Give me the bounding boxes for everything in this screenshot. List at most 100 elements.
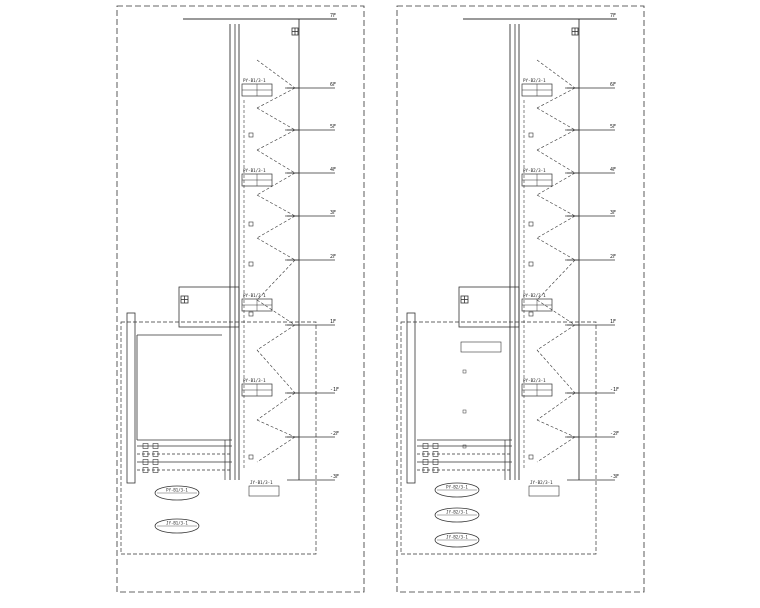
- floor-label: -2F: [610, 431, 619, 437]
- stair-zigzag: [536, 349, 576, 394]
- stair-zigzag: [536, 194, 576, 217]
- pump-symbol: [432, 459, 439, 465]
- equipment-box: [248, 485, 280, 497]
- floor-label: -1F: [610, 387, 619, 393]
- valve-marker: [528, 261, 534, 267]
- equipment-tag: JY-B1/3-1: [250, 480, 273, 485]
- stair-zigzag: [536, 59, 576, 89]
- floor-label: 2F: [610, 254, 616, 260]
- equipment-box: [528, 485, 560, 497]
- pump-symbol: [152, 443, 159, 449]
- floor-label: 3F: [610, 210, 616, 216]
- valve-marker: [462, 409, 467, 414]
- stair-zigzag: [256, 349, 296, 394]
- pump-symbol: [152, 467, 159, 473]
- valve-marker: [462, 369, 467, 374]
- stair-zigzag: [256, 194, 296, 217]
- pump-symbol: [152, 459, 159, 465]
- stair-zigzag: [256, 419, 296, 438]
- pump-symbol: [422, 459, 429, 465]
- mechanical-room: [178, 286, 240, 328]
- equipment-tag: PY-B1/3-1: [243, 78, 266, 83]
- stair-zigzag: [256, 149, 296, 174]
- stair-zigzag: [256, 436, 296, 463]
- floor-label: 5F: [610, 124, 616, 130]
- pump-symbol: [152, 451, 159, 457]
- pump-symbol: [142, 467, 149, 473]
- equipment-tag: PY-B1/3-1: [243, 293, 266, 298]
- stair-zigzag: [256, 237, 296, 261]
- pump-symbol: [142, 443, 149, 449]
- stair-zigzag: [536, 215, 576, 239]
- valve-marker: [248, 132, 254, 138]
- stair-zigzag: [536, 436, 576, 463]
- stair-zigzag: [256, 392, 296, 421]
- pump-symbol: [422, 451, 429, 457]
- pump-symbol: [432, 467, 439, 473]
- floor-label: 4F: [330, 167, 336, 173]
- pump-symbol: [142, 451, 149, 457]
- floor-label: 1F: [610, 319, 616, 325]
- valve-marker: [248, 311, 254, 317]
- mechanical-room: [458, 286, 520, 328]
- floor-label: 2F: [330, 254, 336, 260]
- stair-zigzag: [536, 237, 576, 261]
- stair-zigzag: [256, 87, 296, 109]
- stair-zigzag: [536, 107, 576, 131]
- equipment-tag: PY-B2/3-1: [523, 168, 546, 173]
- ellipse-tag: PY-B1/3-1: [166, 488, 188, 493]
- stair-zigzag: [256, 59, 296, 89]
- basement-column: [406, 312, 416, 484]
- floor-label: 7F: [610, 13, 616, 19]
- label-ellipse: [154, 518, 200, 534]
- ellipse-tag: JY-B2/3-1: [446, 510, 468, 515]
- valve-marker: [528, 454, 534, 460]
- equipment-tag: PY-B2/3-1: [523, 378, 546, 383]
- stair-zigzag: [536, 172, 576, 196]
- floor-label: -1F: [330, 387, 339, 393]
- ellipse-tag: JY-B2/3-1: [446, 535, 468, 540]
- valve-marker: [462, 444, 467, 449]
- pump-symbol: [432, 443, 439, 449]
- stair-zigzag: [536, 149, 576, 174]
- stair-zigzag: [536, 129, 576, 151]
- floor-label: -3F: [330, 474, 339, 480]
- stair-zigzag: [256, 299, 296, 326]
- pump-symbol: [422, 467, 429, 473]
- floor-label: -3F: [610, 474, 619, 480]
- label-ellipse: [154, 485, 200, 501]
- stair-zigzag: [536, 419, 576, 438]
- basement-boundary: [120, 321, 317, 555]
- pump-symbol: [432, 451, 439, 457]
- equipment-tag: PY-B1/3-1: [243, 378, 266, 383]
- stair-zigzag: [536, 259, 576, 301]
- ellipse-tag: JY-B1/3-1: [166, 521, 188, 526]
- valve-marker: [248, 454, 254, 460]
- basement-boundary: [400, 321, 597, 555]
- floor-label: 3F: [330, 210, 336, 216]
- panel-border: [116, 5, 365, 593]
- equipment-tag: PY-B2/3-1: [523, 293, 546, 298]
- valve-marker: [528, 221, 534, 227]
- floor-label: 7F: [330, 13, 336, 19]
- label-ellipse: [434, 482, 480, 498]
- valve-marker: [248, 261, 254, 267]
- equipment-tag: PY-B2/3-1: [523, 78, 546, 83]
- stair-zigzag: [256, 129, 296, 151]
- pump-symbol: [142, 459, 149, 465]
- stair-zigzag: [536, 324, 576, 351]
- stair-zigzag: [536, 392, 576, 421]
- stair-zigzag: [536, 87, 576, 109]
- stair-zigzag: [256, 324, 296, 351]
- stair-zigzag: [256, 172, 296, 196]
- valve-marker: [528, 311, 534, 317]
- ellipse-tag: PY-B2/3-1: [446, 485, 468, 490]
- equipment-tag: PY-B1/3-1: [243, 168, 266, 173]
- floor-label: 4F: [610, 167, 616, 173]
- floor-label: -2F: [330, 431, 339, 437]
- stair-zigzag: [256, 215, 296, 239]
- stair-zigzag: [256, 107, 296, 131]
- valve-marker: [248, 221, 254, 227]
- stair-zigzag: [536, 299, 576, 326]
